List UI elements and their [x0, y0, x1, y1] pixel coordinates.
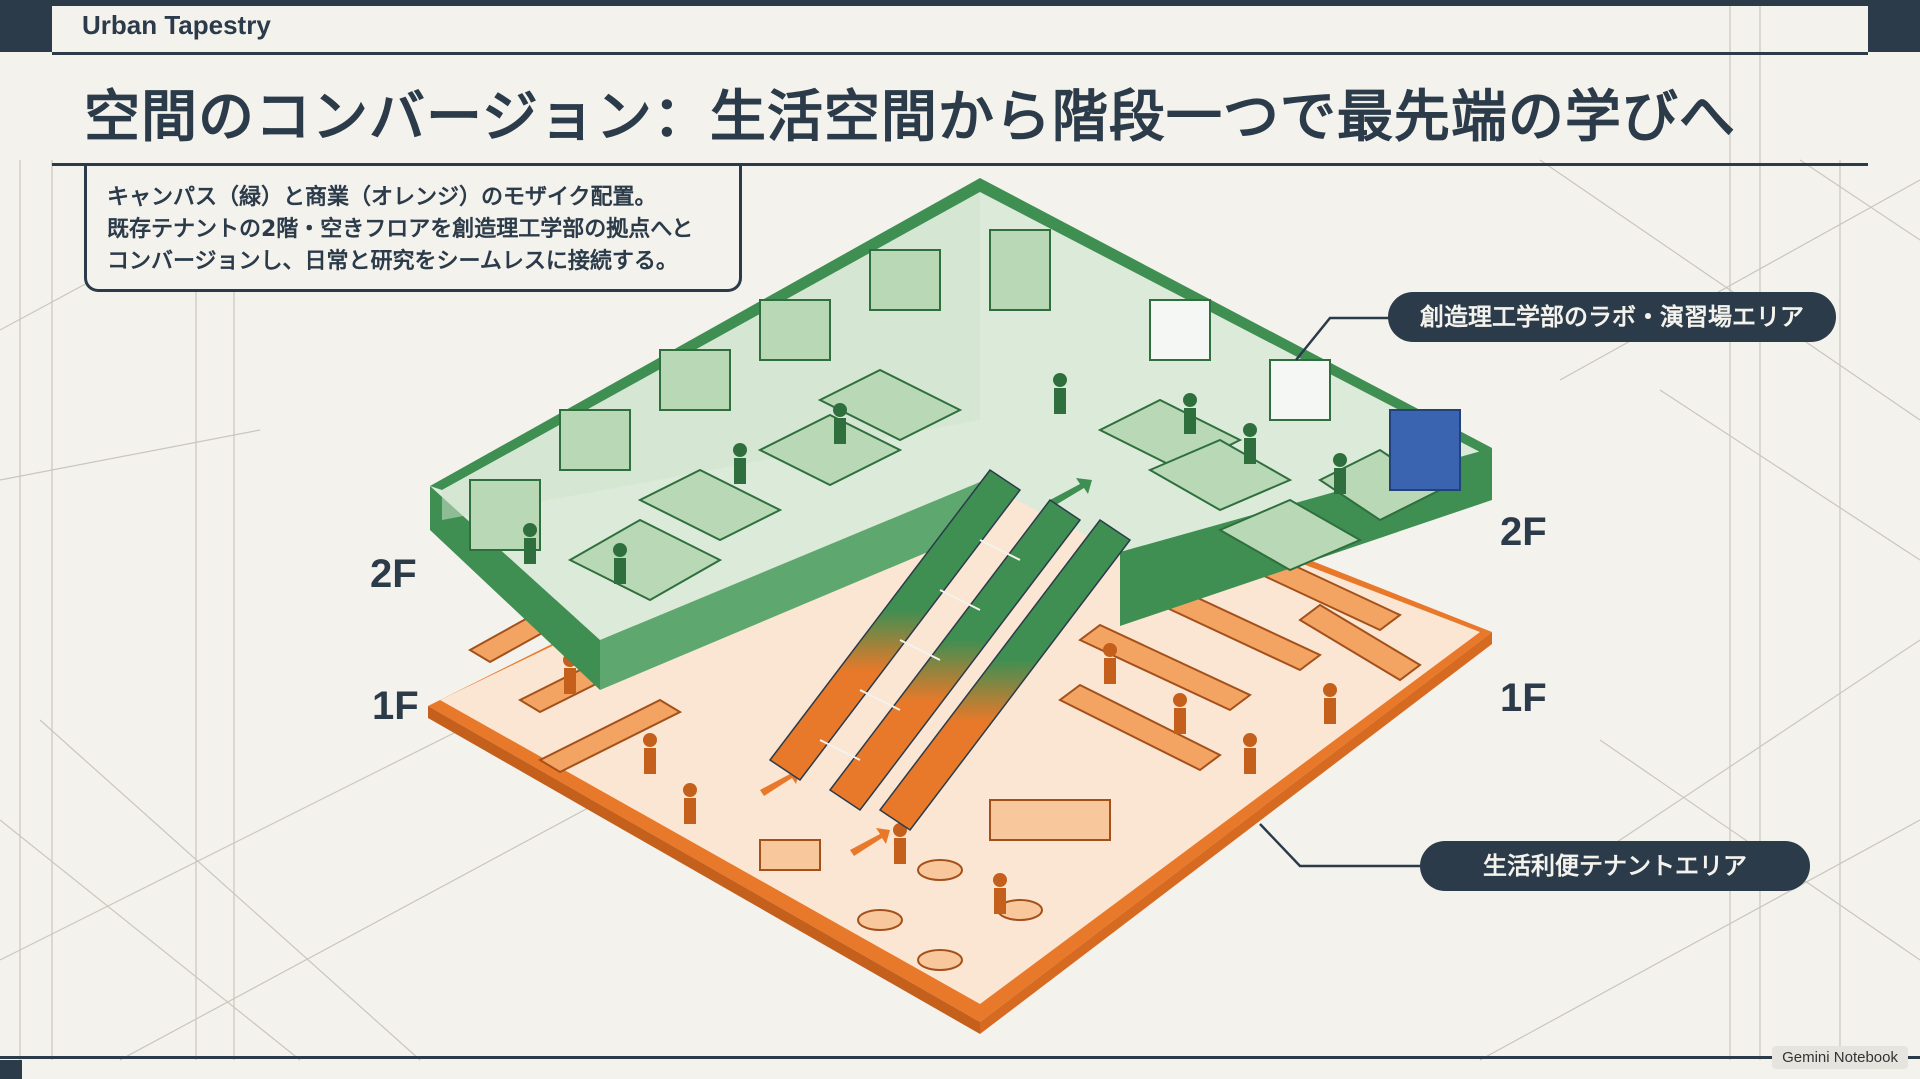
bottom-left-corner-block	[0, 1060, 22, 1079]
brand-name: Urban Tapestry	[82, 10, 271, 40]
floor-label-right-1f: 1F	[1500, 676, 1547, 720]
escalators	[768, 468, 1132, 832]
floor-label-left-2f: 2F	[370, 552, 417, 596]
floor-label-right-2f: 2F	[1500, 510, 1547, 554]
top-frame-bar	[0, 0, 1920, 6]
description-line: 既存テナントの2階・空きフロアを創造理工学部の拠点へと	[107, 217, 694, 242]
description-line: コンバージョンし、日常と研究をシームレスに接続する。	[107, 249, 678, 274]
gemini-notebook-watermark: Gemini Notebook	[1772, 1046, 1908, 1069]
description-line: キャンパス（緑）と商業（オレンジ）のモザイク配置。	[107, 185, 657, 210]
floor-label-left-1f: 1F	[372, 684, 419, 728]
lab-callout-leader	[1295, 316, 1400, 361]
floor-2f-lab-area	[430, 178, 1492, 690]
bottom-frame-bar	[0, 1056, 1920, 1059]
title-band	[52, 52, 1868, 166]
description-box: キャンパス（緑）と商業（オレンジ）のモザイク配置。 既存テナントの2階・空きフロ…	[84, 166, 742, 292]
lab-area-callout: 創造理工学部のラボ・演習場エリア	[1388, 292, 1836, 342]
tenant-area-callout: 生活利便テナントエリア	[1420, 841, 1810, 891]
top-right-corner-block	[1868, 0, 1920, 52]
top-left-corner-block	[0, 0, 52, 52]
tenant-callout-leader	[1259, 823, 1420, 868]
page-title: 空間のコンバージョン：生活空間から階段一つで最先端の学びへ	[84, 85, 1736, 150]
